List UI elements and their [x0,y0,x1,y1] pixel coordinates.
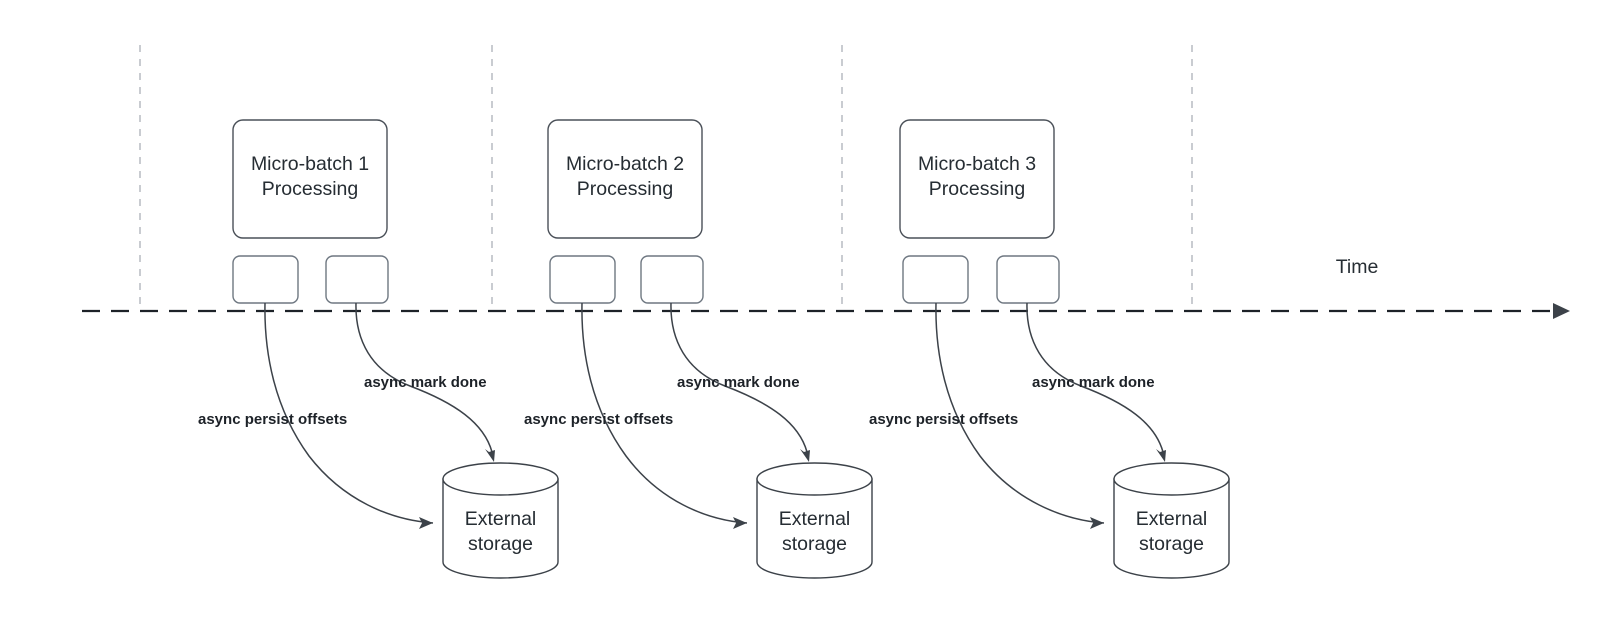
external-storage-cylinder-top-3 [1113,462,1230,496]
micro-batch-label-line1-3: Micro-batch 3 [918,153,1036,175]
edge-persist-offsets-1-label: async persist offsets [198,411,347,428]
edge-mark-done-1 [355,302,493,453]
edge-mark-done-3 [1026,302,1164,453]
batch-group: Micro-batch 1 Processing async persist off… [198,119,1230,579]
task-box-3b[interactable] [996,255,1060,304]
edge-persist-offsets-3-arrowhead-icon [1090,517,1104,529]
micro-batch-label-line2-1: Processing [262,178,358,200]
task-box-3a[interactable] [902,255,969,304]
batch-group-1: Micro-batch 1 Processing async persist off… [198,119,559,579]
edge-persist-offsets-2 [581,302,748,524]
external-storage-cylinder-top-2 [756,462,873,496]
micro-batch-box-3[interactable] [899,119,1055,239]
batch-group-2: Micro-batch 2 Processing async persist off… [524,119,873,579]
edge-mark-done-2-arrowhead-icon [800,449,810,462]
task-box-1a[interactable] [232,255,299,304]
external-storage-label-line1-1: External [465,508,537,530]
phase-divider-group [139,45,1193,311]
micro-batch-label-line1-1: Micro-batch 1 [251,153,369,175]
edge-persist-offsets-2-label: async persist offsets [524,411,673,428]
edge-persist-offsets-3-label: async persist offsets [869,411,1018,428]
task-box-2b[interactable] [640,255,704,304]
external-storage-label-line1-2: External [779,508,851,530]
external-storage-cylinder-body-3[interactable] [1113,478,1230,579]
edge-persist-offsets-3 [935,302,1105,524]
task-box-1b[interactable] [325,255,389,304]
micro-batch-label-line2-2: Processing [577,178,673,200]
time-axis-label: Time [1336,256,1379,278]
edge-mark-done-3-label: async mark done [1032,374,1155,391]
edge-persist-offsets-2-arrowhead-icon [733,517,747,529]
edge-mark-done-1-arrowhead-icon [485,449,495,462]
external-storage-label-line2-3: storage [1139,533,1204,555]
task-box-2a[interactable] [549,255,616,304]
timeline-arrowhead-icon [1553,303,1570,319]
micro-batch-box-1[interactable] [232,119,388,239]
edge-persist-offsets-1-arrowhead-icon [419,517,433,529]
edge-mark-done-2 [670,302,808,453]
external-storage-label-line2-2: storage [782,533,847,555]
external-storage-label-line1-3: External [1136,508,1208,530]
micro-batch-label-line1-2: Micro-batch 2 [566,153,684,175]
external-storage-cylinder-top-1 [442,462,559,496]
external-storage-cylinder-body-2[interactable] [756,478,873,579]
micro-batch-box-2[interactable] [547,119,703,239]
edge-mark-done-1-label: async mark done [364,374,487,391]
external-storage-cylinder-body-1[interactable] [442,478,559,579]
external-storage-label-line2-1: storage [468,533,533,555]
edge-persist-offsets-1 [264,302,434,524]
time-axis: Time [82,256,1570,319]
batch-group-3: Micro-batch 3 Processing async persist off… [869,119,1230,579]
edge-mark-done-2-label: async mark done [677,374,800,391]
micro-batch-label-line2-3: Processing [929,178,1025,200]
edge-mark-done-3-arrowhead-icon [1156,449,1166,462]
